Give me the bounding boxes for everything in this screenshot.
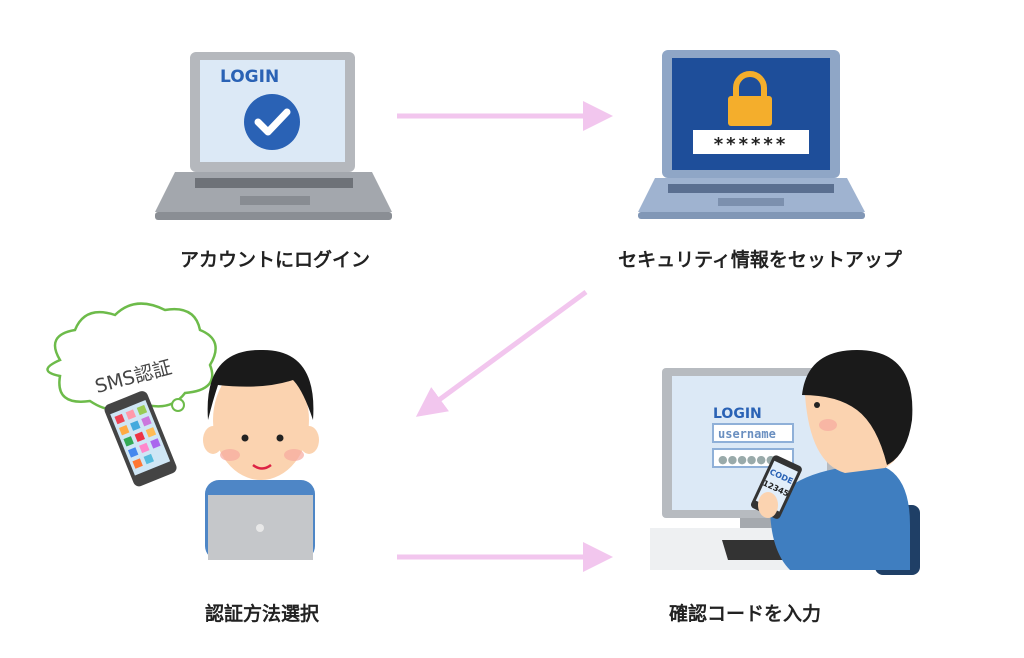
- password-mask-text: ******: [714, 134, 788, 155]
- step-4-label: 確認コードを入力: [669, 602, 821, 625]
- step-1-label: アカウントにログイン: [180, 248, 370, 271]
- padlock-icon: [728, 71, 772, 126]
- step-3-label: 認証方法選択: [205, 602, 320, 625]
- arrow-step2-to-step3: [415, 289, 588, 417]
- login-screen-text: LOGIN: [220, 67, 279, 87]
- step-3-sms-illustration: SMS認証: [46, 302, 319, 560]
- smartphone-icon: [104, 391, 177, 487]
- step-2-label: セキュリティ情報をセットアップ: [618, 248, 903, 271]
- password-field: ●●●●●●: [718, 453, 776, 466]
- step-1-laptop-login-illustration: LOGIN: [155, 52, 392, 220]
- username-field: username: [718, 427, 776, 441]
- step-4-enter-code-illustration: LOGIN username ●●●●●● CODE 12345: [650, 350, 920, 575]
- checkmark-icon: [244, 94, 300, 150]
- monitor-login-title: LOGIN: [713, 406, 762, 422]
- thought-bubble: [46, 302, 217, 412]
- step-2-laptop-password-illustration: ******: [638, 50, 865, 219]
